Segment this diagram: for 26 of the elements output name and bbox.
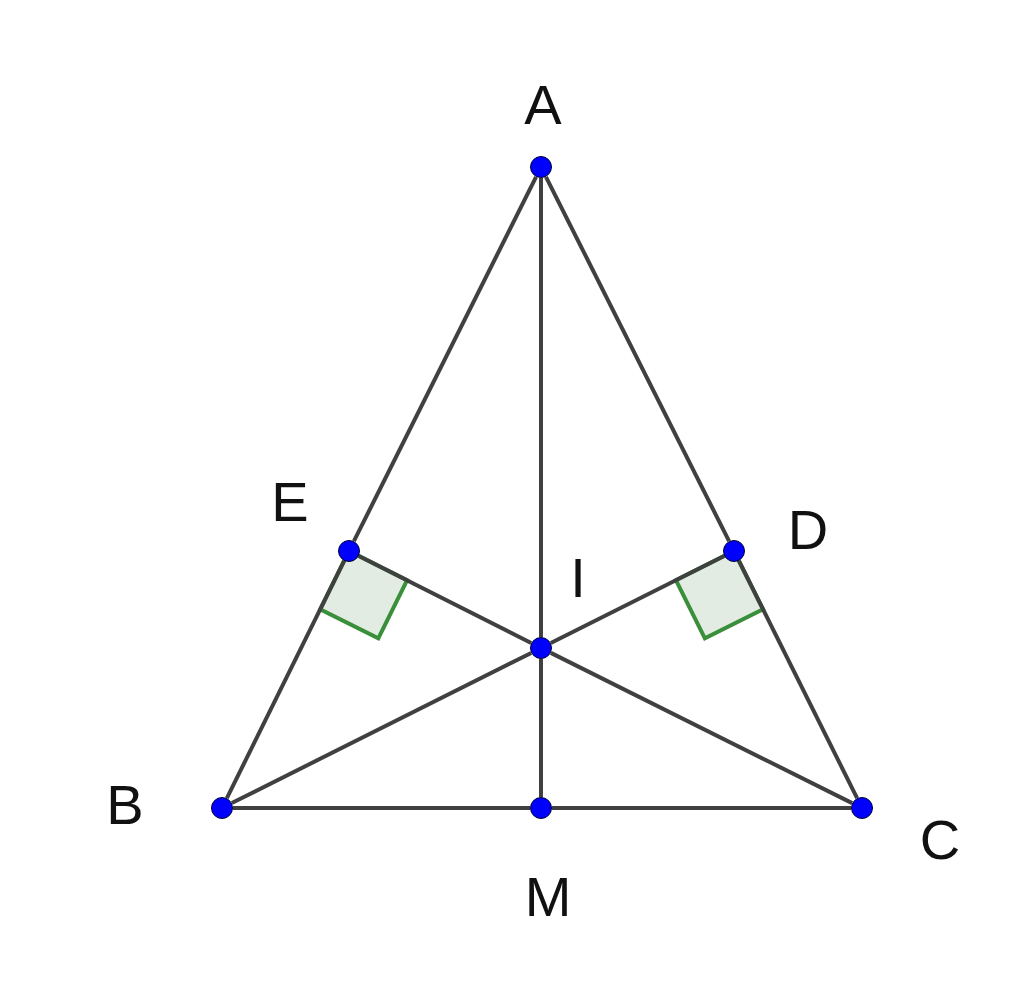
- point: [211, 797, 233, 819]
- line-segment: [352, 175, 538, 543]
- point-label: A: [524, 77, 562, 133]
- point-label: B: [106, 777, 144, 833]
- line-segment: [233, 806, 530, 810]
- point-label: M: [524, 869, 572, 925]
- point-label: C: [919, 812, 961, 868]
- point-label: E: [271, 474, 309, 530]
- line-segment: [737, 559, 859, 800]
- line-segment: [552, 806, 851, 810]
- line-segment: [539, 659, 543, 797]
- line-segment: [549, 554, 726, 645]
- point: [530, 637, 552, 659]
- line-segment: [225, 559, 346, 800]
- line-segment: [549, 651, 854, 805]
- point: [723, 540, 745, 562]
- line-segment: [539, 178, 543, 637]
- point: [530, 797, 552, 819]
- point: [530, 156, 552, 178]
- point-label: I: [570, 550, 586, 606]
- point: [338, 540, 360, 562]
- point-label: D: [787, 502, 829, 558]
- point: [851, 797, 873, 819]
- line-segment: [357, 554, 533, 645]
- line-segment: [544, 175, 731, 543]
- line-segment: [230, 651, 533, 805]
